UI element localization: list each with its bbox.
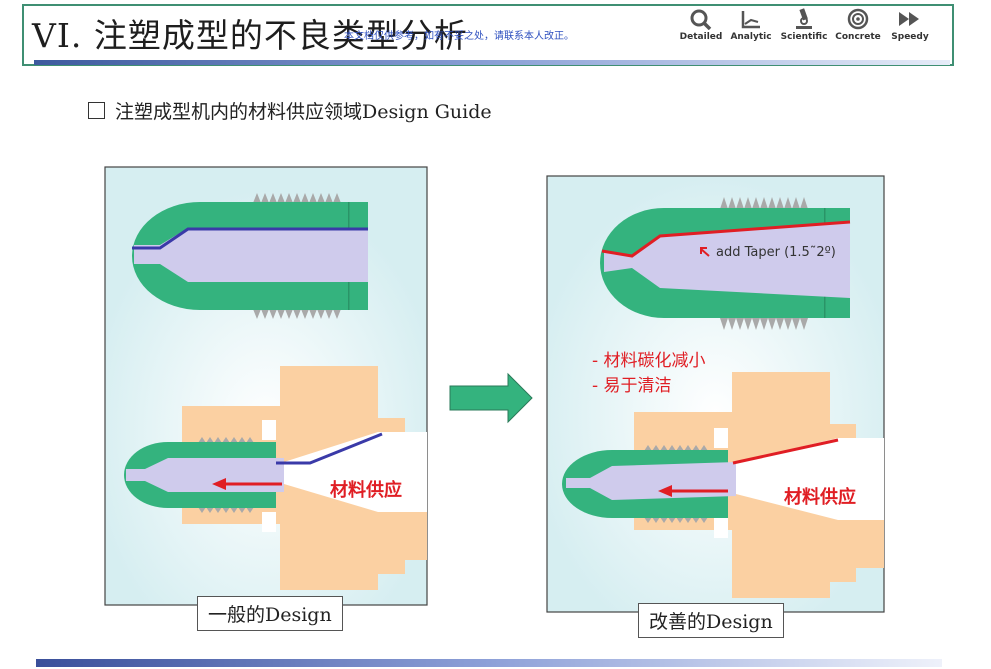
target-icon: [847, 8, 869, 30]
fast-forward-icon: [899, 12, 919, 26]
chart-icon: [741, 11, 760, 29]
right-bottom-nozzle-assembly: [562, 372, 884, 598]
right-panel-improved-design: add Taper (1.5˜2º) - 材料碳化减小 - 易于清洁: [546, 175, 885, 613]
nav-analytic[interactable]: Analytic: [722, 8, 780, 42]
benefit-bullet: - 易于清洁: [592, 376, 672, 396]
nav-speedy[interactable]: Speedy: [881, 8, 939, 42]
section-heading-text: 注塑成型机内的材料供应领域Design Guide: [115, 101, 492, 123]
microscope-icon: [796, 8, 812, 29]
left-bottom-nozzle-assembly: [124, 366, 427, 590]
nav-scientific[interactable]: Scientific: [775, 8, 833, 42]
taper-note: add Taper (1.5˜2º): [716, 245, 836, 260]
nav-label: Scientific: [780, 32, 828, 42]
checkbox-icon: [88, 102, 105, 119]
nav-detailed[interactable]: Detailed: [672, 8, 730, 42]
nav-label: Concrete: [835, 32, 881, 42]
nav-concrete[interactable]: Concrete: [829, 8, 887, 42]
left-top-nozzle: [132, 193, 368, 319]
section-heading: 注塑成型机内的材料供应领域Design Guide: [88, 97, 492, 124]
page-title: VI. 注塑成型的不良类型分析: [32, 16, 468, 55]
material-supply-label-right: 材料供应: [784, 487, 856, 508]
caption-general-design: 一般的Design: [197, 596, 343, 631]
nav-label: Speedy: [891, 32, 929, 42]
magnifier-icon: [690, 9, 712, 30]
watermark-text: 本文档仅供参考，如有不妥之处，请联系本人改正。: [344, 31, 574, 42]
transition-arrow-icon: [449, 372, 533, 424]
caption-improved-design: 改善的Design: [638, 603, 784, 638]
header-underline: [34, 60, 950, 65]
right-top-nozzle: add Taper (1.5˜2º): [600, 197, 851, 330]
left-panel-general-design: [104, 166, 428, 606]
material-supply-label-left: 材料供应: [330, 480, 402, 501]
header-frame: [22, 4, 954, 66]
benefit-bullet: - 材料碳化减小: [592, 351, 706, 371]
nav-label: Detailed: [679, 32, 723, 42]
footer-bar: [36, 659, 942, 667]
nav-label: Analytic: [730, 32, 772, 42]
